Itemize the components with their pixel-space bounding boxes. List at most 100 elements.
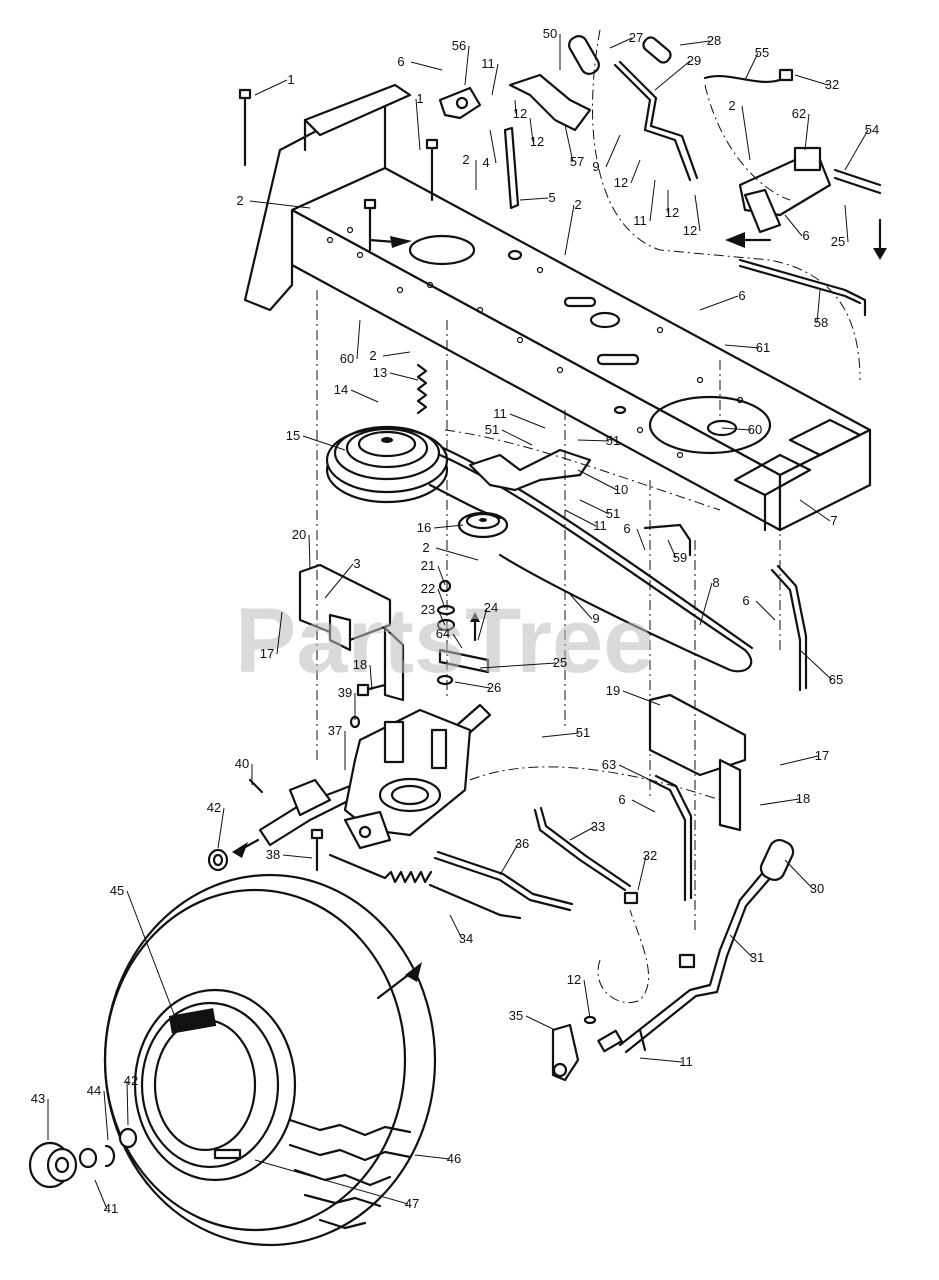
callout-c3: 3 bbox=[324, 556, 361, 599]
callout-number: 35 bbox=[509, 1008, 523, 1023]
callout-number: 3 bbox=[353, 556, 360, 571]
leader-line bbox=[699, 295, 739, 311]
callout-number: 60 bbox=[748, 422, 762, 437]
callout-number: 11 bbox=[593, 518, 607, 533]
callout-c10: 10 bbox=[577, 469, 628, 497]
leader-line bbox=[744, 52, 759, 81]
callout-c19: 19 bbox=[606, 683, 661, 706]
callout-c27: 27 bbox=[609, 30, 643, 49]
leader-line bbox=[435, 547, 479, 561]
leader-line bbox=[254, 79, 288, 96]
rear-wheel-assembly bbox=[28, 873, 437, 1247]
callout-c41: 41 bbox=[94, 1179, 118, 1216]
callout-c33: 33 bbox=[569, 819, 605, 841]
callout-c11b: 11 bbox=[633, 179, 656, 228]
leader-line bbox=[729, 934, 754, 959]
leader-line bbox=[519, 197, 549, 201]
callout-number: 51 bbox=[576, 725, 590, 740]
callout-c32a: 32 bbox=[794, 74, 839, 92]
callout-c15: 15 bbox=[286, 428, 346, 451]
leader-line bbox=[618, 764, 651, 781]
leader-line bbox=[567, 591, 593, 620]
callout-number: 2 bbox=[236, 193, 243, 208]
leader-line bbox=[308, 534, 311, 569]
leader-line bbox=[491, 63, 499, 96]
callout-number: 30 bbox=[810, 881, 824, 896]
callout-c9b: 9 bbox=[567, 591, 600, 626]
callout-number: 46 bbox=[447, 1151, 461, 1166]
callout-c5: 5 bbox=[519, 190, 556, 205]
callout-number: 28 bbox=[707, 33, 721, 48]
callout-c42a: 42 bbox=[207, 800, 225, 849]
callout-number: 47 bbox=[405, 1196, 419, 1211]
callout-c16: 16 bbox=[417, 520, 464, 535]
callout-c63: 63 bbox=[602, 757, 651, 781]
callout-number: 43 bbox=[31, 1091, 45, 1106]
callout-c6e: 6 bbox=[742, 593, 776, 621]
leader-line bbox=[667, 539, 677, 559]
callout-number: 61 bbox=[756, 340, 770, 355]
pulley-belt-assembly bbox=[298, 290, 808, 930]
leader-line bbox=[249, 200, 311, 209]
leader-line bbox=[583, 979, 591, 1019]
leader-line bbox=[799, 649, 833, 681]
callout-number: 17 bbox=[815, 748, 829, 763]
callout-number: 42 bbox=[207, 800, 221, 815]
callout-number: 34 bbox=[459, 931, 473, 946]
leader-line bbox=[302, 435, 346, 451]
leader-line bbox=[630, 159, 641, 184]
callout-c21: 21 bbox=[421, 558, 446, 586]
callout-number: 60 bbox=[340, 351, 354, 366]
leader-line bbox=[525, 1015, 556, 1031]
callout-c22: 22 bbox=[421, 581, 446, 609]
leader-line bbox=[759, 798, 800, 806]
callout-c26: 26 bbox=[454, 680, 501, 695]
leader-line bbox=[499, 843, 519, 876]
leader-line bbox=[605, 134, 621, 168]
callout-c64: 64 bbox=[436, 626, 463, 649]
leader-line bbox=[564, 124, 574, 163]
leader-line bbox=[577, 469, 618, 491]
lower-control-parts bbox=[328, 766, 795, 1082]
callout-c39: 39 bbox=[338, 685, 356, 720]
leader-line bbox=[699, 582, 713, 626]
callout-number: 14 bbox=[334, 382, 348, 397]
callout-c51b: 51 bbox=[577, 433, 620, 448]
callout-number: 15 bbox=[286, 428, 300, 443]
callout-number: 1 bbox=[416, 91, 423, 106]
callout-number: 26 bbox=[487, 680, 501, 695]
leader-line bbox=[637, 855, 647, 891]
watermark: PartsTree bbox=[235, 590, 654, 692]
leader-line bbox=[679, 40, 711, 46]
callout-c6f: 6 bbox=[618, 792, 656, 813]
callout-c51d: 51 bbox=[541, 725, 590, 740]
leader-line bbox=[794, 74, 829, 86]
leader-line bbox=[126, 1080, 129, 1126]
callout-number: 19 bbox=[606, 683, 620, 698]
callout-c2c: 2 bbox=[236, 193, 311, 209]
leader-line bbox=[844, 129, 869, 171]
callout-number: 6 bbox=[397, 54, 404, 69]
leader-line bbox=[126, 890, 181, 1031]
leader-line bbox=[356, 319, 361, 360]
callout-number: 6 bbox=[618, 792, 625, 807]
callout-c1a: 1 bbox=[254, 72, 295, 96]
callout-number: 31 bbox=[750, 950, 764, 965]
leader-line bbox=[514, 99, 517, 115]
callout-c6b: 6 bbox=[784, 214, 810, 243]
transaxle-assembly bbox=[207, 683, 492, 872]
callout-c1b: 1 bbox=[415, 91, 424, 151]
callout-number: 2 bbox=[462, 152, 469, 167]
callout-c42b: 42 bbox=[124, 1073, 138, 1126]
callout-c55: 55 bbox=[744, 45, 769, 81]
callout-c11e: 11 bbox=[639, 1054, 693, 1069]
callout-c18a: 18 bbox=[353, 657, 373, 691]
callout-c2e: 2 bbox=[369, 348, 411, 363]
callout-number: 25 bbox=[831, 234, 845, 249]
callout-c36: 36 bbox=[499, 836, 529, 876]
leader-line bbox=[529, 117, 534, 143]
frame-assembly bbox=[243, 83, 872, 532]
leader-line bbox=[94, 1179, 108, 1210]
callout-c61: 61 bbox=[724, 340, 770, 355]
